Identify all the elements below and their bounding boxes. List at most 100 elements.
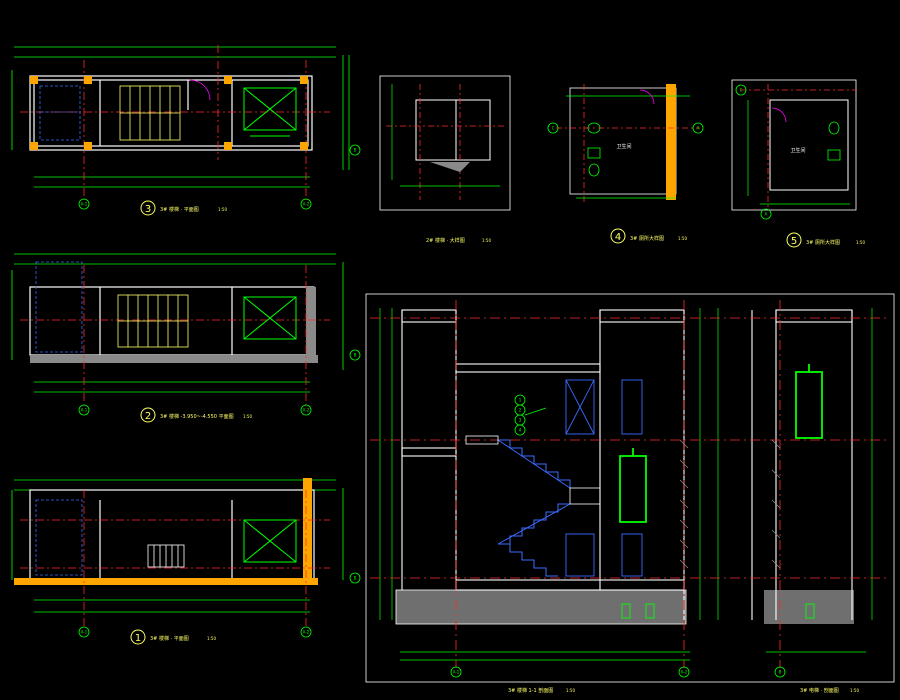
axis-bubble-label: A-2 [303, 202, 310, 207]
view-number: 4 [615, 232, 621, 243]
view-number-circle [786, 232, 802, 248]
viewport-frame [379, 75, 511, 211]
view-title: 3# 楼梯 · 平面图 [160, 206, 199, 213]
stair-flight [147, 544, 185, 568]
elevator-shaft [243, 296, 297, 340]
dimension-lines [11, 253, 344, 393]
stair-tag [514, 424, 526, 436]
toilet-view-4: 卫生间 C A 4 3# 厕所大样图 1:50 [547, 84, 704, 244]
axis-bubble-label: A-1 [81, 408, 88, 413]
viewport-frame [731, 79, 857, 211]
view-number: 5 [791, 236, 797, 247]
axis-bubble [78, 626, 90, 638]
elevator-shaft [243, 519, 297, 563]
axis-bubble-label: B [354, 148, 357, 153]
axis-bubble [78, 198, 90, 210]
detail-view: 2# 楼梯 · 大样图 1:50 [379, 75, 511, 244]
axis-bubble [678, 666, 690, 678]
walls [415, 99, 491, 161]
axis-bubble-group [450, 666, 786, 678]
floor-slab [14, 578, 318, 585]
elevator-shaft [243, 87, 297, 137]
view-number: 1 [135, 633, 141, 644]
axis-bubble-label: A-2 [303, 408, 310, 413]
viewport-frame [365, 293, 895, 683]
axis-bubble-label: A-1 [81, 630, 88, 635]
stair-flight [119, 85, 181, 141]
stair-tag-label: 2 [519, 408, 522, 413]
axis-bubble [349, 349, 361, 361]
wall-section [306, 287, 316, 357]
view-number-circle [610, 228, 626, 244]
partition-lines [35, 499, 83, 576]
leader-line [524, 407, 547, 416]
dimension-lines [747, 100, 850, 205]
axis-bubble-label: A [765, 212, 768, 217]
axis-bubble [735, 84, 747, 96]
axis-bubble-label: A [697, 126, 700, 131]
axis-bubble [78, 404, 90, 416]
room-label: 卫生间 [790, 147, 805, 154]
openings [565, 379, 643, 577]
columns [30, 76, 308, 150]
wall-section [303, 478, 312, 580]
sanitary-fixtures [587, 122, 601, 177]
axis-lines [556, 84, 700, 205]
stair-tag-label: 1 [519, 398, 522, 403]
stair-tag-label: 4 [519, 428, 522, 433]
axis-bubble [300, 626, 312, 638]
view-scale: 1:50 [207, 636, 216, 641]
axis-bubble-group [735, 84, 772, 220]
axis-bubble-label: A-1 [453, 670, 460, 675]
stair-flight [497, 439, 571, 577]
axis-bubble [774, 666, 786, 678]
view-title: 3# 楼梯 1-1 剖面图 [508, 687, 553, 694]
door-swing [771, 107, 787, 123]
view-title: 3# 楼梯 · 平面图 [150, 635, 189, 642]
axis-bubble-label: C [740, 88, 743, 93]
view-scale: 1:50 [566, 688, 575, 693]
axis-bubble-label: A-1 [81, 202, 88, 207]
view-number: 3 [145, 204, 151, 215]
pit-buffers [621, 603, 815, 619]
view-number-circle [140, 407, 156, 423]
axis-bubble [349, 144, 361, 156]
axis-bubble-label: B [354, 576, 357, 581]
axis-bubble-label: B [779, 670, 782, 675]
wall-hatch [430, 162, 470, 172]
axis-lines [20, 265, 330, 405]
stair-flight [117, 294, 189, 348]
axis-bubble-group [547, 122, 704, 134]
axis-bubble-label: B [354, 353, 357, 358]
elevator-car [619, 364, 823, 523]
view-number-circle [140, 200, 156, 216]
floor-slab [30, 355, 318, 363]
axis-bubble-label: A-2 [681, 670, 688, 675]
view-scale: 1:50 [482, 238, 491, 243]
partition-lines [35, 261, 83, 353]
stair-landing [465, 435, 601, 505]
stair-tag-group [514, 394, 526, 436]
view-title: 2# 楼梯 · 大样图 [426, 237, 465, 244]
view-title: 3# 楼梯 -3.950~-4.550 平面图 [160, 413, 234, 420]
walls [29, 75, 313, 151]
view-title: 3# 电梯 · 剖面图 [800, 687, 839, 694]
view-scale: 1:50 [218, 207, 227, 212]
axis-bubble [760, 208, 772, 220]
plan-view-2: A-1 A-2 B 2 3# 楼梯 -3.950~-4.550 平面图 1:50 [11, 253, 361, 423]
view-scale: 1:50 [243, 414, 252, 419]
dimension-lines [11, 46, 350, 188]
view-title: 3# 厕所大样图 [630, 235, 664, 242]
dimension-lines [566, 95, 690, 199]
axis-bubble [547, 122, 559, 134]
axis-bubble [450, 666, 462, 678]
view-number: 2 [145, 411, 151, 422]
axis-bubble [300, 198, 312, 210]
axis-bubble [300, 404, 312, 416]
section-view: 1 2 3 4 A-1 A-2 B 3# 楼梯 1-1 剖面图 1:50 3# … [365, 293, 895, 694]
axis-bubble [692, 122, 704, 134]
room-label: 卫生间 [616, 143, 631, 150]
wall-section [666, 84, 676, 200]
door-swing [189, 79, 211, 101]
